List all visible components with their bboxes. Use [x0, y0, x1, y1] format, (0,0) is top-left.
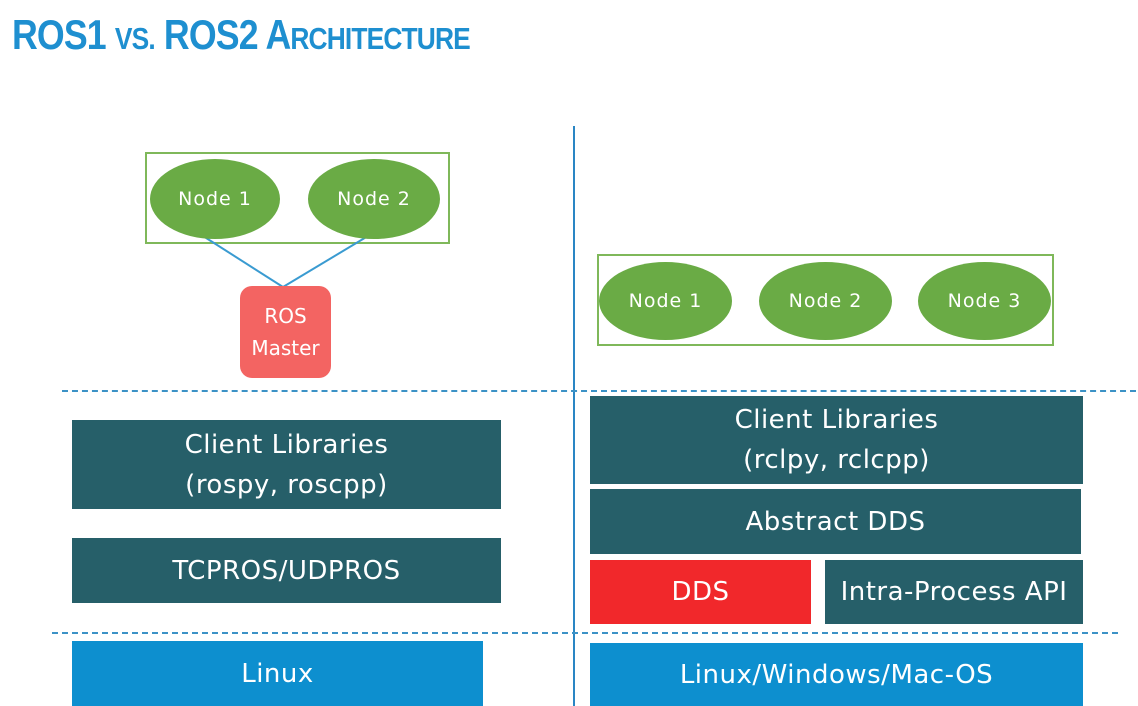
title-part-ros2: ROS2 A: [154, 11, 291, 58]
ros1-node-2: Node 2: [308, 159, 440, 239]
ros2-abstract-dds-label: Abstract DDS: [745, 506, 926, 537]
ros1-os-label: Linux: [241, 658, 314, 689]
layer-divider-lower: [52, 632, 1118, 634]
ros2-dds-layer: DDS: [590, 560, 811, 624]
ros2-client-libraries-title: Client Libraries: [734, 405, 939, 435]
ros1-os-layer: Linux: [72, 641, 483, 706]
node2-master-link: [282, 235, 369, 288]
ros2-client-libraries-list: (rclpy, rclcpp): [743, 445, 930, 475]
layer-divider-upper: [62, 390, 1136, 392]
title-part-ros1: ROS1: [12, 11, 115, 58]
node1-master-link: [202, 235, 284, 288]
title-part-vs: VS.: [114, 21, 156, 56]
center-divider: [573, 126, 575, 706]
ros-master-line1: ROS: [264, 304, 307, 328]
ros2-os-label: Linux/Windows/Mac-OS: [679, 659, 994, 690]
ros1-transport-layer: TCPROS/UDPROS: [72, 538, 501, 603]
ros-master: ROS Master: [240, 286, 331, 378]
ros2-node-2: Node 2: [759, 262, 892, 340]
ros1-client-libraries-title: Client Libraries: [184, 429, 389, 460]
ros1-client-libraries: Client Libraries (rospy, roscpp): [72, 420, 501, 509]
ros1-node-1: Node 1: [150, 159, 280, 239]
ros-master-line2: Master: [251, 336, 320, 360]
ros2-intra-process-label: Intra-Process API: [840, 577, 1068, 607]
ros1-client-libraries-list: (rospy, roscpp): [185, 469, 388, 500]
ros2-node-1: Node 1: [599, 262, 732, 340]
ros2-abstract-dds-layer: Abstract DDS: [590, 489, 1081, 554]
ros2-node-3: Node 3: [918, 262, 1051, 340]
ros2-client-libraries: Client Libraries (rclpy, rclcpp): [590, 396, 1083, 484]
title-part-architecture: RCHITECTURE: [290, 21, 470, 56]
ros2-os-layer: Linux/Windows/Mac-OS: [590, 643, 1083, 706]
ros2-intra-process-layer: Intra-Process API: [825, 560, 1083, 624]
ros1-transport-label: TCPROS/UDPROS: [172, 555, 401, 586]
ros2-dds-label: DDS: [671, 577, 730, 607]
page-title: ROS1 VS. ROS2 ARCHITECTURE: [12, 11, 471, 58]
